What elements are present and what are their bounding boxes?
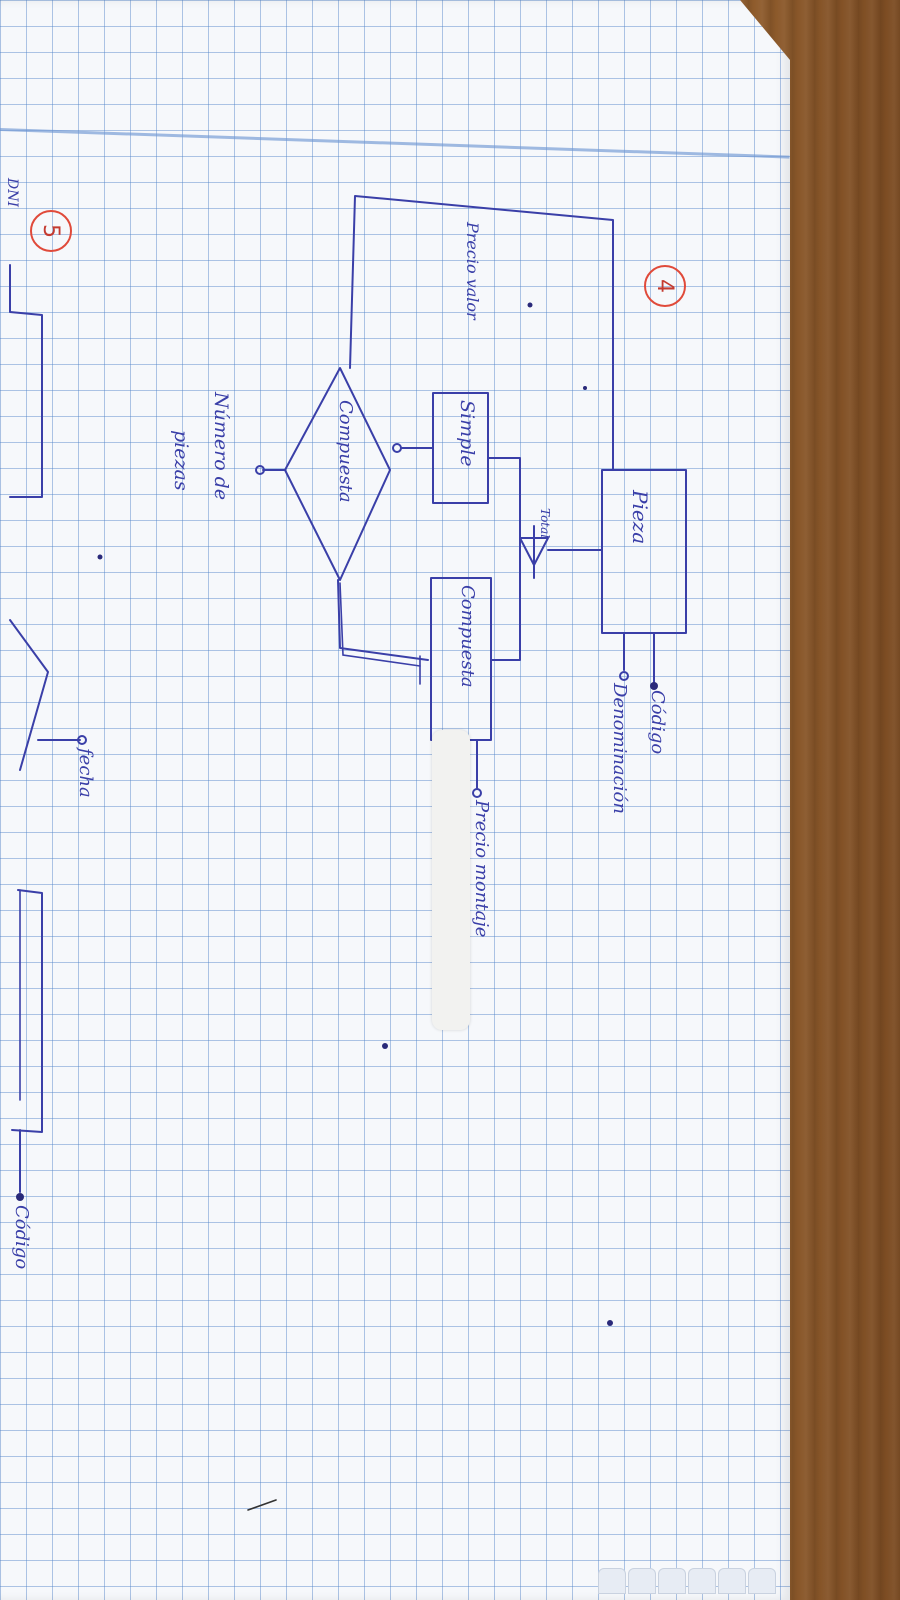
- attr-label-numero-de: Número de: [210, 392, 232, 501]
- relationship-label: Compuesta: [335, 400, 356, 503]
- section5-entity-top-box: [9, 264, 43, 498]
- notebook-page: [0, 0, 790, 1600]
- attr-label-piezas: piezas: [170, 430, 192, 491]
- section5-label-fecha: fecha: [75, 748, 96, 798]
- stray-dot: [382, 1043, 388, 1049]
- relationship-to-compuesta-double-line: [339, 582, 421, 667]
- binder-tab: [628, 1568, 656, 1594]
- binder-tab: [598, 1568, 626, 1594]
- stray-dot: [527, 302, 533, 308]
- stray-dot: [583, 386, 587, 390]
- attr-denominacion-dot: [619, 671, 629, 681]
- attr-label-codigo: Código: [647, 690, 668, 755]
- relationship-to-compuesta-line: [337, 579, 429, 661]
- attr-precio-montaje-dot: [472, 788, 482, 798]
- binder-tab: [658, 1568, 686, 1594]
- section5-label-dni: DNI: [4, 178, 20, 208]
- section5-diamond-partial: [9, 619, 49, 771]
- attr-precio-valor-dot: [392, 443, 402, 453]
- relationship-to-pieza-line: [349, 195, 614, 471]
- section5-entity-bottom-box: [11, 889, 43, 1133]
- attr-codigo-dot: [650, 682, 658, 690]
- stray-dot: [607, 1320, 613, 1326]
- hierarchy-label: Total: [538, 508, 552, 539]
- attr-label-precio-valor: Precio valor: [463, 222, 482, 320]
- entity-label-pieza: Pieza: [628, 490, 652, 545]
- attr-numero-piezas-dot: [255, 465, 265, 475]
- entity-label-compuesta: Compuesta: [457, 585, 478, 688]
- entity-pieza-box: [601, 469, 687, 634]
- section-number-4: 4: [644, 265, 686, 307]
- hierarchy-to-compuesta-line: [490, 551, 521, 661]
- section5-fecha-dot: [77, 735, 87, 745]
- binder-tab: [688, 1568, 716, 1594]
- hierarchy-to-simple-line: [487, 457, 521, 553]
- section-number-5: 5: [30, 210, 72, 252]
- relationship-diamond: [284, 367, 391, 581]
- attr-label-precio-montaje: Precio montaje: [471, 800, 492, 938]
- stray-dot: [97, 554, 103, 560]
- section5-label-codigo: Código: [11, 1205, 32, 1270]
- entity-label-simple: Simple: [456, 400, 478, 467]
- correction-fluid-patch: [432, 730, 470, 1030]
- binder-tab: [718, 1568, 746, 1594]
- attr-label-denominacion: Denominación: [609, 683, 630, 814]
- section5-codigo-dot: [16, 1193, 24, 1201]
- pencil-mark: [247, 1499, 277, 1511]
- binder-tab: [748, 1568, 776, 1594]
